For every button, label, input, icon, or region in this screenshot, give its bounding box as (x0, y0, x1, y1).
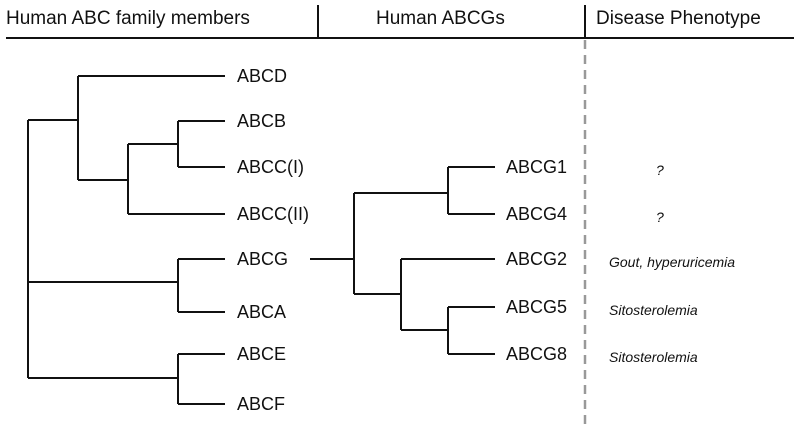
family-leaf-label: ABCB (237, 111, 287, 131)
abcg-leaf-label: ABCG1 (506, 157, 568, 177)
family-leaf-label: ABCE (237, 344, 287, 364)
abcg-tree-branches (310, 166, 495, 355)
abcg-leaf-label: ABCG5 (506, 297, 568, 317)
abcg-leaf-label: ABCG8 (506, 344, 568, 364)
phenotype-label: ? (656, 209, 664, 225)
family-leaf-label: ABCD (237, 66, 288, 86)
family-leaf-label: ABCC(I) (237, 157, 304, 177)
phenotype-label: Gout, hyperuricemia (609, 254, 736, 270)
family-tree-branches (27, 75, 225, 405)
family-leaf-label: ABCF (237, 394, 286, 414)
family-leaf-label: ABCC(II) (237, 204, 309, 224)
header-family: Human ABC family members (6, 8, 250, 29)
family-leaf-label: ABCA (237, 302, 287, 322)
header-abcg: Human ABCGs (376, 8, 505, 29)
phenotype-label: Sitosterolemia (609, 349, 698, 365)
phenotype-label: Sitosterolemia (609, 302, 698, 318)
header-phenotype: Disease Phenotype (596, 8, 761, 29)
abcg-leaf-label: ABCG4 (506, 204, 568, 224)
abcg-leaf-label: ABCG2 (506, 249, 568, 269)
family-leaf-label: ABCG (237, 249, 289, 269)
phenotype-label: ? (656, 162, 664, 178)
